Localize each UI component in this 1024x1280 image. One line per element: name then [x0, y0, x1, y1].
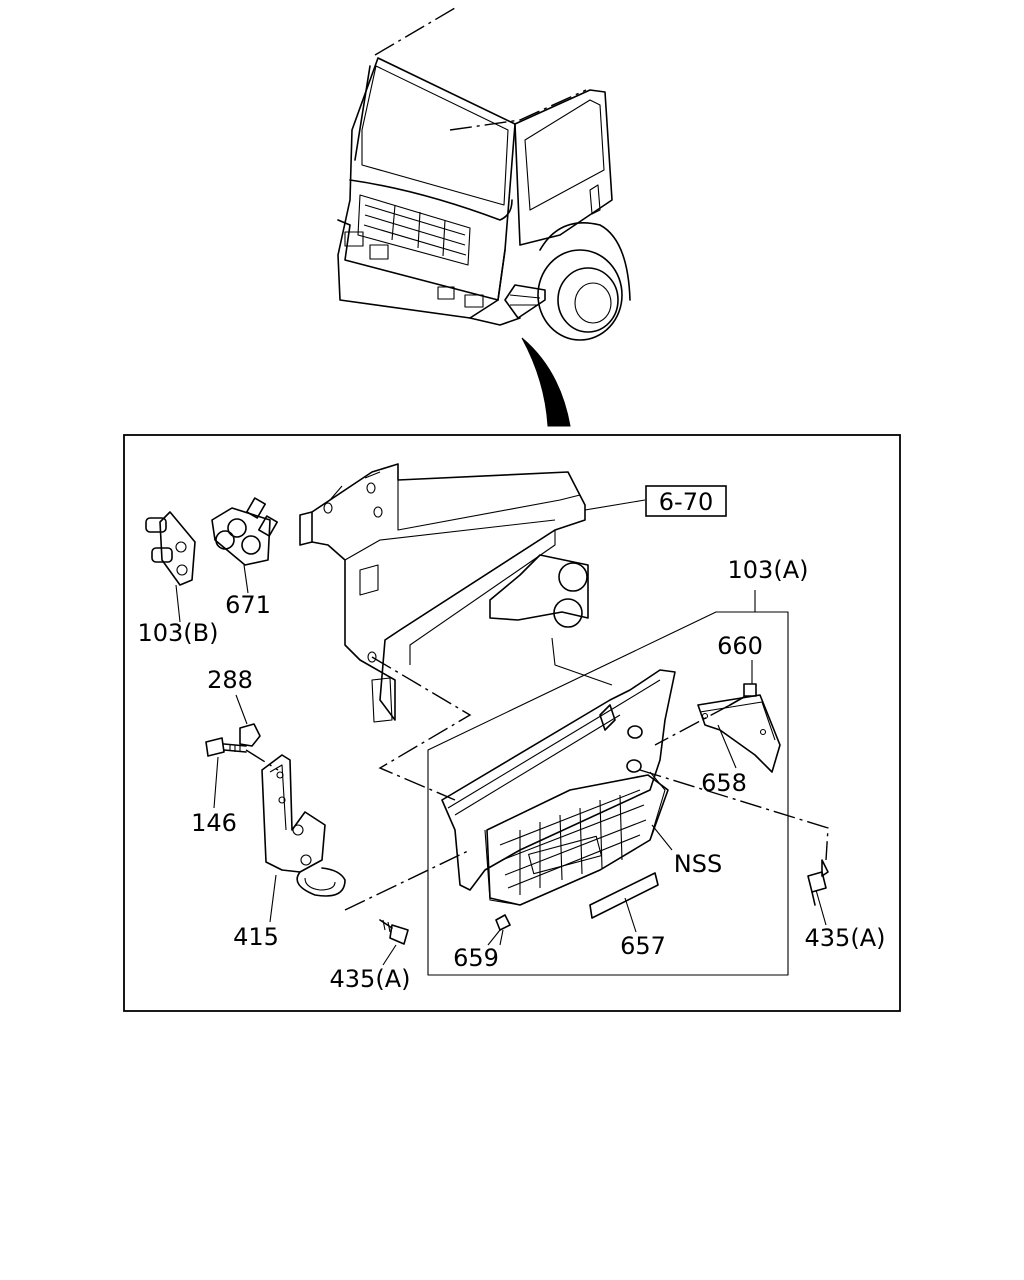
label-671[interactable]: 671 — [225, 591, 271, 619]
bolt-146 — [205, 737, 247, 757]
label-nss[interactable]: NSS — [674, 850, 722, 878]
label-658[interactable]: 658 — [701, 769, 747, 797]
label-657[interactable]: 657 — [620, 932, 666, 960]
label-435A-left[interactable]: 435(A) — [330, 965, 411, 993]
label-660[interactable]: 660 — [717, 632, 763, 660]
zoom-pointer-arrow — [521, 337, 571, 427]
ref-6-70-label[interactable]: 6-70 — [659, 488, 713, 516]
bolt-660 — [729, 683, 757, 706]
label-435A-right[interactable]: 435(A) — [805, 924, 886, 952]
label-146[interactable]: 146 — [191, 809, 237, 837]
mounting-plate — [489, 554, 589, 628]
nut-288 — [239, 723, 261, 747]
detail-frame — [123, 434, 901, 1012]
label-288[interactable]: 288 — [207, 666, 253, 694]
label-659[interactable]: 659 — [453, 944, 499, 972]
clamp-103B — [145, 511, 196, 586]
leader-lines — [175, 499, 827, 966]
ref-6-70-box — [645, 485, 727, 517]
label-415[interactable]: 415 — [233, 923, 279, 951]
side-plate-658 — [697, 694, 781, 773]
label-103A[interactable]: 103(A) — [728, 556, 809, 584]
clamp-671 — [211, 497, 278, 566]
tow-hook-bracket-415 — [261, 754, 346, 897]
screw-435A-right — [807, 859, 829, 906]
step-assembly — [441, 669, 676, 906]
clip-659 — [495, 914, 511, 946]
reflector-strip-657 — [589, 872, 659, 919]
assembly-bracket-box — [427, 611, 789, 976]
truck-cab-overview — [337, 7, 631, 341]
frame-bracket — [299, 463, 586, 723]
label-103B[interactable]: 103(B) — [138, 619, 219, 647]
screw-435A-left — [379, 919, 409, 945]
